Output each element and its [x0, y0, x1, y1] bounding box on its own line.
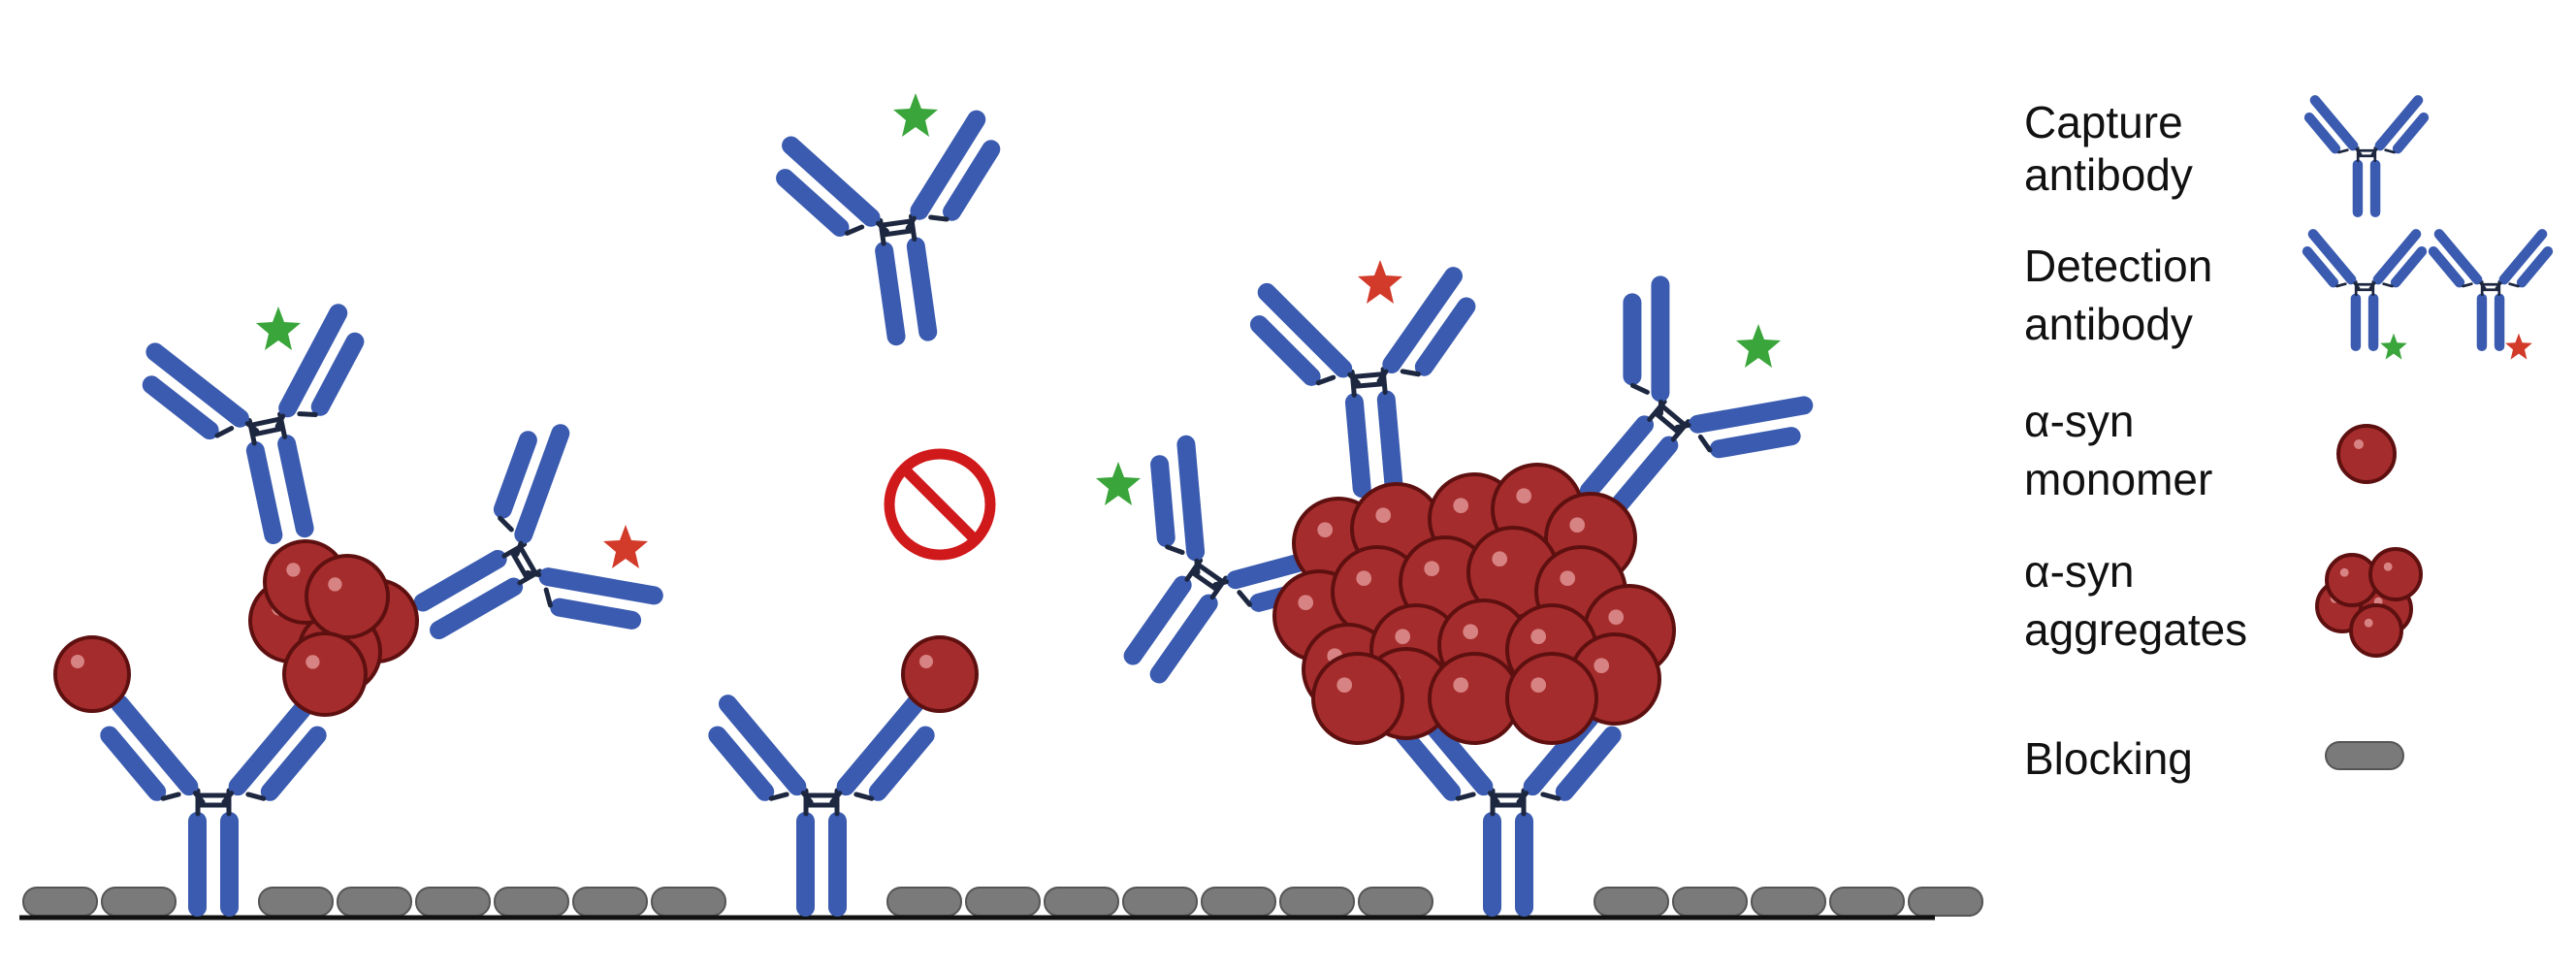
asyn-particle-highlight [1375, 507, 1392, 524]
asyn-particle-highlight [1317, 522, 1334, 538]
asyn-particle-highlight [2364, 618, 2373, 628]
blocking-pill [494, 887, 569, 917]
asyn-particle-highlight [1424, 561, 1440, 577]
asyn-particle [1505, 652, 1598, 745]
asyn-particle [1311, 652, 1404, 745]
asyn-particle-highlight [1356, 570, 1372, 587]
green-star-icon [256, 307, 301, 350]
blocking-pill [101, 887, 177, 917]
detection-antibody-free [755, 102, 1040, 361]
asyn-particle-highlight [1298, 595, 1314, 611]
monomer-legend-icon [2336, 424, 2397, 484]
blocking-pill [1672, 887, 1748, 917]
asyn-monomer-2 [901, 635, 979, 713]
blocking-pill [1829, 887, 1905, 917]
blocking-pill [651, 887, 726, 917]
asyn-particle [305, 554, 390, 639]
blocking-pill [1751, 887, 1826, 917]
red-star-icon [603, 525, 648, 568]
asyn-particle-highlight [1395, 629, 1411, 645]
asyn-particle [282, 631, 368, 717]
legend-blocking-label: Blocking [2024, 733, 2193, 784]
blocking-pill [1201, 887, 1276, 917]
asyn-particle-highlight [1569, 517, 1586, 534]
asyn-particle-highlight [1453, 498, 1469, 514]
legend-monomer-label: α-syn monomer [2024, 396, 2212, 504]
legend-aggregates-label: α-syn aggregates [2024, 546, 2247, 655]
blocking-pill [886, 887, 962, 917]
asyn-particle-highlight [1608, 609, 1625, 626]
blocking-pill [258, 887, 334, 917]
blocking-pill [415, 887, 491, 917]
blocking-pill [1908, 887, 1983, 917]
green-star-icon [893, 93, 938, 137]
asyn-particle-highlight [1530, 629, 1547, 645]
asyn-particle-highlight [306, 655, 320, 669]
asyn-particle-highlight [1463, 624, 1479, 640]
green-star-icon [1736, 324, 1781, 368]
asyn-monomer-1 [53, 635, 131, 713]
asyn-particle-highlight [2339, 567, 2349, 577]
blocking-pill [22, 887, 98, 917]
detection-antibody-red-legend-icon [2418, 225, 2563, 353]
blocking-pill [337, 887, 412, 917]
blocking-pill [965, 887, 1041, 917]
asyn-aggregate-1 [248, 539, 419, 717]
blocking-pill [1358, 887, 1433, 917]
asyn-particle-highlight [2383, 562, 2393, 571]
detection-antibody-green-legend-icon [2292, 225, 2437, 353]
capture-antibody-legend-icon [2294, 91, 2439, 219]
asyn-particle-highlight [1453, 677, 1469, 694]
asyn-aggregate-2 [1272, 463, 1676, 745]
blocking-pill [1279, 887, 1355, 917]
blocking-pill [1122, 887, 1198, 917]
blocking-legend-icon [2325, 741, 2404, 770]
red-star-icon [2505, 333, 2532, 360]
asyn-particle-highlight [328, 577, 342, 592]
green-star-icon [1096, 462, 1141, 505]
blocking-pill [1044, 887, 1119, 917]
asyn-particle-highlight [1516, 488, 1532, 504]
asyn-particle-highlight [1492, 551, 1508, 567]
red-star-icon [1358, 260, 1402, 304]
blocking-pill [572, 887, 648, 917]
legend-capture-label: Capture antibody [2024, 97, 2195, 200]
asyn-particle [2368, 547, 2423, 601]
asyn-particle-highlight [1560, 570, 1576, 587]
asyn-particle-highlight [1594, 658, 1610, 674]
legend-detection-label: Detection antibody [2024, 241, 2225, 349]
asyn-particle-highlight [1336, 677, 1353, 694]
aggregates-legend-icon [2315, 547, 2423, 658]
asyn-particle-highlight [286, 563, 301, 577]
capture-antibody-2 [693, 691, 950, 917]
legend: Capture antibody Detection antibody α-sy… [2024, 91, 2563, 784]
prohibited-icon [884, 448, 996, 561]
blocking-layer [22, 887, 1983, 917]
asyn-particle-highlight [1530, 677, 1547, 694]
blocking-pill [1594, 887, 1669, 917]
green-star-icon [2380, 333, 2407, 360]
detection-antibody-green-1 [118, 293, 416, 567]
asyn-particle [2349, 603, 2403, 658]
capture-antibody-1 [85, 691, 341, 917]
